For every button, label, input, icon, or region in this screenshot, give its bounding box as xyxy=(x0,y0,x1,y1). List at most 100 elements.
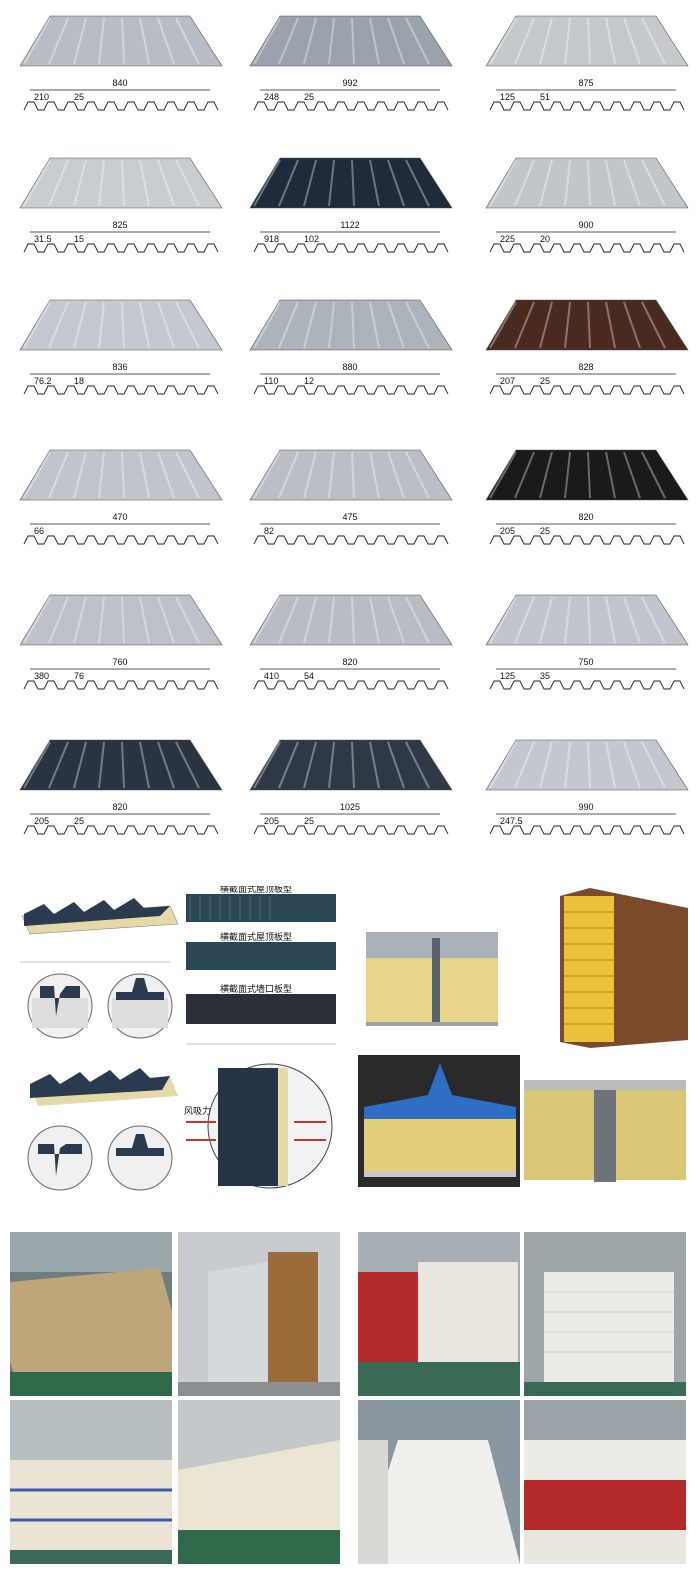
roof-sheet-illustration xyxy=(485,739,689,791)
profile-cross-section xyxy=(489,243,685,253)
total-width-label: 750 xyxy=(578,657,593,667)
rib-highlight xyxy=(539,451,553,499)
rib-highlight xyxy=(175,159,200,207)
rib-highlight xyxy=(253,159,281,207)
rib-highlight xyxy=(587,596,591,644)
rib-highlight xyxy=(564,741,571,789)
rib-highlight xyxy=(387,741,405,789)
profile-cross-section xyxy=(23,385,219,395)
rib-highlight xyxy=(605,159,616,207)
rib-highlight xyxy=(387,301,405,349)
rib-highlight xyxy=(23,159,51,207)
dimension-label: 102 xyxy=(304,234,319,244)
rib-highlight xyxy=(303,17,317,65)
rib-highlight xyxy=(564,451,571,499)
rib-highlight xyxy=(369,159,380,207)
factory-photo-5 xyxy=(10,1400,172,1564)
roof-sheet-illustration xyxy=(19,157,223,209)
factory-photo-4 xyxy=(524,1232,686,1396)
panel-caption-2: 横截面式屋顶板型 xyxy=(220,931,292,942)
rib-highlight xyxy=(387,17,405,65)
rib-highlight xyxy=(303,741,317,789)
rib-highlight xyxy=(98,17,105,65)
rib-highlight xyxy=(514,17,535,65)
rib-highlight xyxy=(623,741,641,789)
dimension-label: 12 xyxy=(304,376,314,386)
rib-highlight xyxy=(351,301,355,349)
rib-highlight xyxy=(489,451,517,499)
total-width-label: 992 xyxy=(342,78,357,88)
rib-highlight xyxy=(641,17,666,65)
dimension-label: 76 xyxy=(74,671,84,681)
rib-highlight xyxy=(514,301,535,349)
rib-highlight xyxy=(48,301,69,349)
roof-sheet-illustration xyxy=(485,299,689,351)
rib-highlight xyxy=(623,451,641,499)
roof-sheet-illustration xyxy=(19,739,223,791)
rib-highlight xyxy=(139,741,150,789)
rib-highlight xyxy=(278,451,299,499)
roof-sheet-illustration xyxy=(249,739,453,791)
roof-sheet-illustration xyxy=(249,299,453,351)
rib-highlight xyxy=(303,596,317,644)
roof-sheet-illustration xyxy=(485,449,689,501)
roof-sheet-illustration xyxy=(485,15,689,67)
dimension-label: 207 xyxy=(500,376,515,386)
rib-highlight xyxy=(605,596,616,644)
factory-photo-8 xyxy=(524,1400,686,1564)
rib-highlight xyxy=(369,451,380,499)
rib-highlight xyxy=(369,596,380,644)
rib-highlight xyxy=(303,159,317,207)
total-width-label: 820 xyxy=(342,657,357,667)
rib-highlight xyxy=(303,301,317,349)
profile-cross-section xyxy=(23,101,219,111)
rib-highlight xyxy=(175,301,200,349)
rib-highlight xyxy=(489,596,517,644)
rib-highlight xyxy=(121,17,125,65)
rib-highlight xyxy=(605,17,616,65)
rib-highlight xyxy=(175,596,200,644)
profile-cross-section xyxy=(253,680,449,690)
rib-highlight xyxy=(139,596,150,644)
rib-highlight xyxy=(587,451,591,499)
roof-sheet-illustration xyxy=(249,15,453,67)
rib-highlight xyxy=(405,17,430,65)
rib-highlight xyxy=(98,451,105,499)
dimension-label: 205 xyxy=(264,816,279,826)
dimension-label: 210 xyxy=(34,92,49,102)
dimension-label: 110 xyxy=(264,376,278,386)
rib-highlight xyxy=(351,159,355,207)
rib-highlight xyxy=(303,451,317,499)
dimension-label: 205 xyxy=(500,526,515,536)
rib-highlight xyxy=(278,17,299,65)
roof-sheet-illustration xyxy=(19,299,223,351)
total-width-label: 475 xyxy=(342,512,357,522)
rib-highlight xyxy=(514,159,535,207)
rockwool-panel-block-photo xyxy=(358,928,506,1032)
rib-highlight xyxy=(514,596,535,644)
total-width-label: 990 xyxy=(578,802,593,812)
stacked-panels-photo xyxy=(560,888,688,1048)
rib-highlight xyxy=(73,17,87,65)
rib-highlight xyxy=(605,741,616,789)
rib-highlight xyxy=(175,17,200,65)
rib-highlight xyxy=(121,741,125,789)
rib-highlight xyxy=(351,596,355,644)
profile-cross-section xyxy=(23,825,219,835)
rib-highlight xyxy=(253,451,281,499)
rib-highlight xyxy=(564,17,571,65)
rib-highlight xyxy=(328,741,335,789)
rib-highlight xyxy=(489,17,517,65)
